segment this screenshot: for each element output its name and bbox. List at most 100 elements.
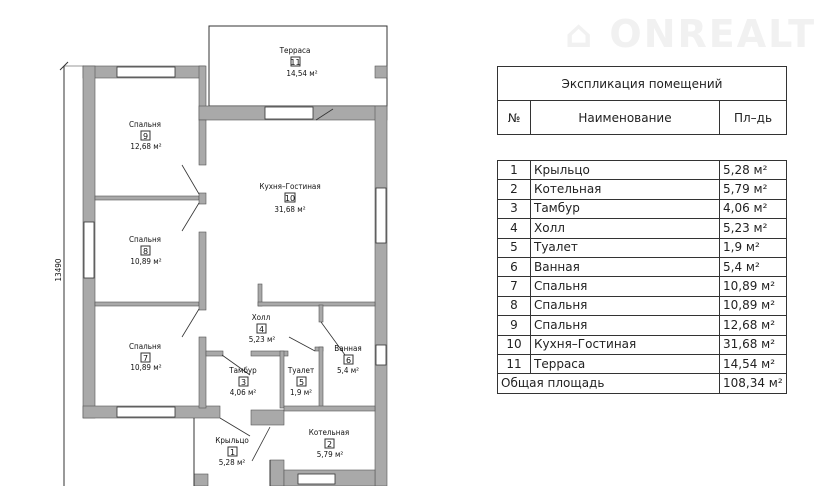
row-name: Спальня	[530, 295, 720, 317]
exterior-walls	[82, 65, 388, 486]
row-name: Ванная	[530, 256, 720, 278]
door-swings	[181, 108, 346, 462]
room-label-boiler-room: Котельная 2 5,79 м²	[309, 428, 349, 459]
svg-text:Ванная: Ванная	[334, 344, 362, 353]
explication-title: Экспликация помещений	[497, 66, 787, 101]
svg-text:4: 4	[259, 325, 264, 334]
room-label-porch: Крыльцо 1 5,28 м²	[215, 436, 249, 467]
row-name: Спальня	[530, 276, 720, 297]
svg-text:2: 2	[327, 440, 332, 449]
svg-text:5: 5	[299, 378, 304, 387]
svg-text:12,68 м²: 12,68 м²	[130, 142, 161, 151]
svg-text:11: 11	[290, 58, 300, 67]
dimension-label: 13490	[54, 258, 63, 281]
row-name: Крыльцо	[530, 159, 720, 181]
svg-text:10,89 м²: 10,89 м²	[130, 363, 161, 372]
svg-text:Терраса: Терраса	[279, 46, 311, 55]
row-number: 10	[497, 334, 531, 355]
row-area: 5,4 м²	[719, 256, 787, 278]
row-number: 11	[497, 353, 531, 375]
row-name: Туалет	[530, 237, 720, 258]
row-number: 9	[497, 315, 531, 336]
svg-text:Кухня–Гостиная: Кухня–Гостиная	[259, 182, 320, 191]
row-name: Кухня–Гостиная	[530, 334, 720, 355]
svg-text:Крыльцо: Крыльцо	[215, 436, 249, 445]
room-label-bedroom-8: Спальня 8 10,89 м²	[129, 235, 162, 266]
svg-text:Спальня: Спальня	[129, 235, 161, 244]
svg-text:8: 8	[143, 247, 148, 256]
svg-text:6: 6	[346, 356, 351, 365]
room-label-bedroom-9: Спальня 9 12,68 м²	[129, 120, 162, 151]
svg-text:Тамбур: Тамбур	[228, 365, 257, 375]
terrace-pillar	[374, 65, 388, 79]
row-number: 2	[497, 179, 531, 200]
row-area: 5,23 м²	[719, 218, 787, 239]
row-number: 6	[497, 256, 531, 278]
row-name: Тамбур	[530, 198, 720, 220]
row-number: 5	[497, 237, 531, 258]
svg-text:4,06 м²: 4,06 м²	[230, 388, 257, 397]
svg-text:1: 1	[230, 448, 235, 457]
svg-text:3: 3	[241, 378, 246, 387]
porch-outline	[193, 418, 271, 486]
svg-text:10: 10	[285, 194, 295, 203]
row-name: Спальня	[530, 315, 720, 336]
svg-text:5,28 м²: 5,28 м²	[219, 458, 246, 467]
row-name: Котельная	[530, 179, 720, 200]
windows	[83, 66, 387, 485]
room-label-bedroom-7: Спальня 7 10,89 м²	[129, 342, 162, 372]
svg-text:5,23 м²: 5,23 м²	[249, 335, 276, 344]
row-area: 10,89 м²	[719, 276, 787, 297]
total-row: Общая площадь 108,34 м²	[497, 373, 787, 394]
room-label-toilet: Туалет 5 1,9 м²	[287, 366, 314, 397]
floor-plan: 13490	[54, 25, 388, 486]
svg-text:31,68 м²: 31,68 м²	[274, 205, 305, 214]
row-number: 4	[497, 218, 531, 239]
room-label-terrace: Терраса 11 14,54 м²	[279, 46, 318, 78]
svg-text:1,9 м²: 1,9 м²	[290, 388, 312, 397]
svg-text:5,4 м²: 5,4 м²	[337, 366, 359, 375]
total-label: Общая площадь	[497, 373, 720, 394]
svg-text:7: 7	[143, 354, 148, 363]
row-area: 12,68 м²	[719, 315, 787, 336]
column-header-number: №	[497, 100, 531, 135]
room-label-vestibule: Тамбур 3 4,06 м²	[228, 365, 257, 397]
svg-text:Котельная: Котельная	[309, 428, 349, 437]
row-area: 5,79 м²	[719, 179, 787, 200]
row-name: Терраса	[530, 353, 720, 375]
watermark-logo: ⌂ ONREALT	[565, 12, 817, 56]
row-area: 31,68 м²	[719, 334, 787, 355]
row-area: 10,89 м²	[719, 295, 787, 317]
explication-header-table: Экспликация помещений № Наименование Пл–…	[497, 66, 787, 135]
room-label-kitchen-living: Кухня–Гостиная 10 31,68 м²	[259, 182, 320, 214]
row-area: 4,06 м²	[719, 198, 787, 220]
row-number: 3	[497, 198, 531, 220]
row-area: 5,28 м²	[719, 159, 787, 181]
svg-text:Туалет: Туалет	[287, 366, 314, 375]
column-header-name: Наименование	[530, 100, 720, 135]
row-number: 1	[497, 159, 531, 181]
row-number: 8	[497, 295, 531, 317]
svg-text:Холл: Холл	[252, 313, 271, 322]
svg-text:10,89 м²: 10,89 м²	[130, 257, 161, 266]
row-number: 7	[497, 276, 531, 297]
row-area: 1,9 м²	[719, 237, 787, 258]
row-name: Холл	[530, 218, 720, 239]
room-label-hall: Холл 4 5,23 м²	[249, 313, 276, 344]
column-header-area: Пл–дь	[719, 100, 787, 135]
total-area: 108,34 м²	[719, 373, 787, 394]
svg-text:Спальня: Спальня	[129, 120, 161, 129]
svg-text:14,54 м²: 14,54 м²	[286, 69, 317, 78]
svg-text:9: 9	[143, 132, 148, 141]
